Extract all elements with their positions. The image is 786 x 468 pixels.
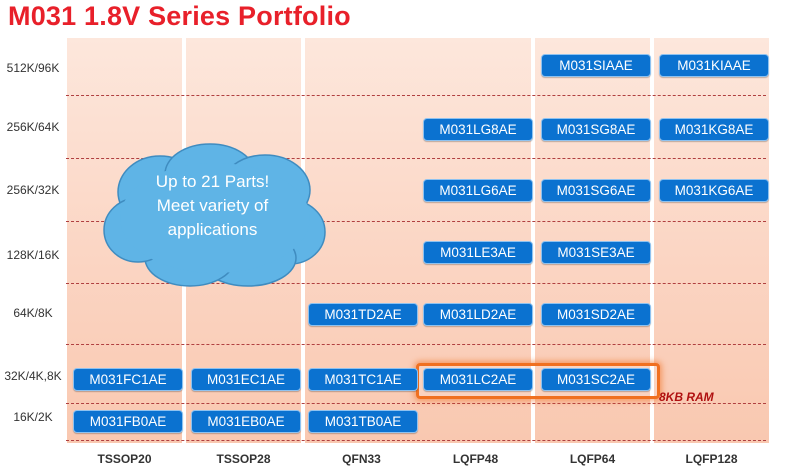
row-divider	[66, 344, 766, 345]
row-divider	[66, 221, 766, 222]
cloud-text: Up to 21 Parts! Meet variety of applicat…	[125, 170, 300, 242]
part-chip: M031KG8AE	[659, 118, 769, 141]
row-label-512k: 512K/96K	[6, 61, 60, 75]
row-divider	[66, 403, 766, 404]
part-chip: M031TB0AE	[308, 410, 418, 433]
column-label-lqfp64: LQFP64	[569, 452, 616, 466]
row-divider	[66, 283, 766, 284]
row-label-32k: 32K/4K,8K	[4, 369, 62, 383]
part-chip: M031TD2AE	[308, 303, 418, 326]
part-chip: M031LC2AE	[423, 368, 533, 391]
part-chip: M031EB0AE	[191, 410, 301, 433]
part-chip: M031SG8AE	[541, 118, 651, 141]
part-chip: M031LG6AE	[423, 179, 533, 202]
row-label-128k: 128K/16K	[6, 248, 60, 262]
part-chip: M031KG6AE	[659, 179, 769, 202]
part-chip: M031SIAAE	[541, 54, 651, 77]
row-label-16k: 16K/2K	[13, 410, 53, 424]
column-label-tssop20: TSSOP20	[97, 452, 152, 466]
part-chip: M031SE3AE	[541, 241, 651, 264]
ram-note: 8KB RAM	[659, 390, 714, 404]
part-chip: M031FB0AE	[73, 410, 183, 433]
row-label-256k-64k: 256K/64K	[6, 120, 60, 134]
column-label-lqfp128: LQFP128	[685, 452, 738, 466]
row-divider	[66, 440, 766, 441]
cloud-line: Meet variety of	[156, 196, 269, 215]
part-chip: M031LE3AE	[423, 241, 533, 264]
part-chip: M031KIAAE	[659, 54, 769, 77]
cloud-callout	[103, 143, 326, 287]
column-bg-lqfp128	[654, 38, 769, 443]
row-divider	[66, 95, 766, 96]
part-chip: M031TC1AE	[308, 368, 418, 391]
cloud-line: Up to 21 Parts!	[155, 172, 270, 191]
row-label-64k: 64K/8K	[13, 306, 53, 320]
part-chip: M031FC1AE	[73, 368, 183, 391]
column-label-tssop28: TSSOP28	[216, 452, 271, 466]
part-chip: M031SD2AE	[541, 303, 651, 326]
part-chip: M031LD2AE	[423, 303, 533, 326]
part-chip: M031LG8AE	[423, 118, 533, 141]
page-title: M031 1.8V Series Portfolio	[8, 1, 351, 31]
column-label-qfn33: QFN33	[342, 452, 381, 466]
row-divider	[66, 158, 766, 159]
part-chip: M031SC2AE	[541, 368, 651, 391]
column-label-lqfp48: LQFP48	[452, 452, 499, 466]
part-chip: M031EC1AE	[191, 368, 301, 391]
row-label-256k-32k: 256K/32K	[6, 183, 60, 197]
cloud-line: applications	[167, 220, 258, 239]
part-chip: M031SG6AE	[541, 179, 651, 202]
